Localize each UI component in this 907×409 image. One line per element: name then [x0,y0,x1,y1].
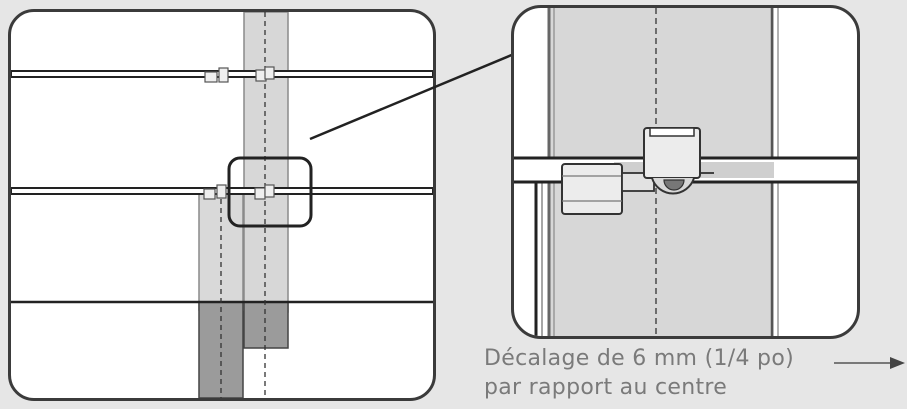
overview-panel [8,9,436,401]
offset-caption-line1: Décalage de 6 mm (1/4 po) [484,346,794,371]
right-arrow-icon [834,357,905,369]
upper-post [243,12,289,313]
detail-panel [511,5,860,339]
offset-caption-line2: par rapport au centre [484,375,728,400]
upper-post-base [243,301,289,349]
bracket-icon [203,184,275,200]
rail-bracket-icon [561,127,714,215]
detail-diagram [514,8,857,336]
bracket-icon [204,66,275,83]
zoom-highlight-box [227,156,313,228]
overview-diagram [11,12,433,398]
